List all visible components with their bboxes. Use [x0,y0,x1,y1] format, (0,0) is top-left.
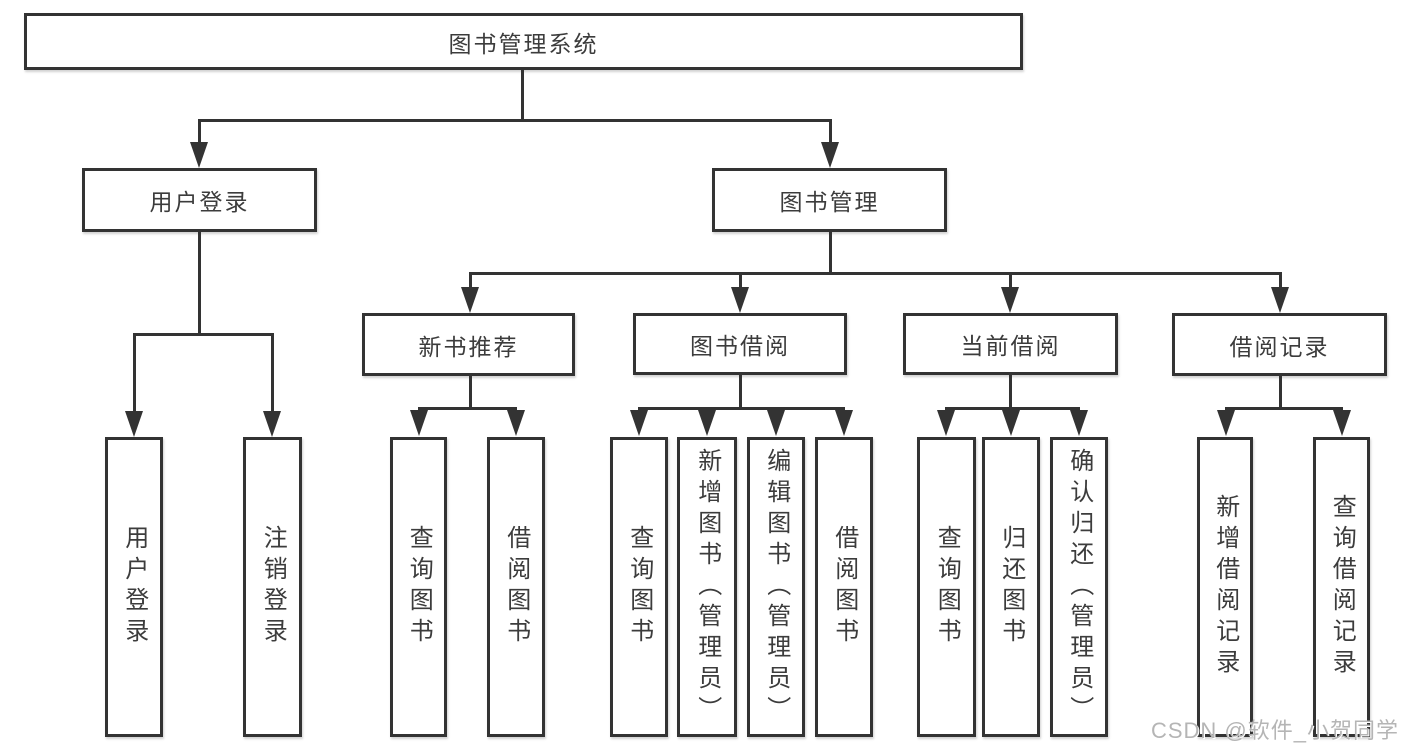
node-label: 借阅记录 [1229,333,1330,360]
arrowhead-icon [1001,287,1019,313]
leaf-label: 注销登录 [259,525,287,649]
node-label: 当前借阅 [960,333,1061,359]
leaf-borrow-books: 借阅图书 [815,437,873,737]
leaf-label: 新增借阅记录 [1211,494,1239,680]
leaf-label: 查询图书 [933,525,961,649]
leaf-label: 借阅图书 [502,525,530,649]
leaf-query-books-borrow: 查询图书 [610,437,668,737]
leaf-label: 用户登录 [120,525,148,649]
arrowhead-icon [937,410,955,436]
arrowhead-icon [698,410,716,436]
connector-line [829,232,832,272]
leaf-logout: 注销登录 [243,437,302,737]
node-book-borrow: 图书借阅 [633,313,847,375]
connector-line [521,70,524,119]
node-current-borrow: 当前借阅 [903,313,1118,375]
connector-line [945,407,1080,410]
arrowhead-icon [190,142,208,168]
connector-line [198,119,831,122]
node-label: 新书推荐 [418,333,519,360]
connector-line [1009,375,1012,407]
connector-line [133,333,274,336]
node-label: 图书借阅 [690,333,790,359]
connector-line [1279,272,1282,290]
arrowhead-icon [263,411,281,437]
connector-line [198,232,201,333]
arrowhead-icon [767,410,785,436]
arrowhead-icon [507,410,525,436]
leaf-label: 新增图书（管理员） [693,447,721,727]
connector-line [1279,376,1282,407]
connector-line [739,272,742,290]
leaf-add-book-admin: 新增图书（管理员） [677,437,737,737]
leaf-label: 查询借阅记录 [1328,494,1356,680]
arrowhead-icon [125,411,143,437]
leaf-label: 借阅图书 [830,525,858,649]
node-label: 图书管理系统 [448,30,599,57]
leaf-query-books-recommend: 查询图书 [390,437,447,737]
node-new-book-recommend: 新书推荐 [362,313,575,376]
arrowhead-icon [731,287,749,313]
node-borrow-records: 借阅记录 [1172,313,1387,376]
leaf-label: 确认归还（管理员） [1065,447,1093,727]
arrowhead-icon [1333,410,1351,436]
arrowhead-icon [410,410,428,436]
connector-line [198,119,201,147]
connector-line [739,375,742,407]
arrowhead-icon [1002,410,1020,436]
arrowhead-icon [461,287,479,313]
leaf-borrow-books-recommend: 借阅图书 [487,437,545,737]
leaf-label: 编辑图书（管理员） [762,447,790,727]
leaf-label: 查询图书 [405,525,433,649]
leaf-user-login: 用户登录 [105,437,163,737]
arrowhead-icon [835,410,853,436]
arrowhead-icon [821,142,839,168]
node-label: 图书管理 [779,189,880,215]
connector-line [133,333,136,413]
node-label: 用户登录 [149,189,250,215]
arrowhead-icon [1070,410,1088,436]
watermark: CSDN @软件_小贺同学 [1150,718,1399,743]
arrowhead-icon [1217,410,1235,436]
node-user-login-branch: 用户登录 [82,168,317,232]
connector-line [1009,272,1012,290]
leaf-query-books-current: 查询图书 [917,437,976,737]
leaf-add-borrow-record: 新增借阅记录 [1197,437,1253,737]
connector-line [638,407,845,410]
connector-line [1225,407,1343,410]
leaf-edit-book-admin: 编辑图书（管理员） [747,437,805,737]
connector-line [418,407,517,410]
node-library-management-system: 图书管理系统 [24,13,1023,70]
node-book-management: 图书管理 [712,168,947,232]
leaf-label: 归还图书 [997,525,1025,649]
leaf-query-borrow-record: 查询借阅记录 [1313,437,1370,737]
connector-line [469,272,472,290]
arrowhead-icon [630,410,648,436]
leaf-label: 查询图书 [625,525,653,649]
connector-line [271,333,274,413]
connector-line [469,376,472,407]
arrowhead-icon [1271,287,1289,313]
leaf-return-books: 归还图书 [982,437,1040,737]
connector-line [829,119,832,147]
connector-line [469,272,1281,275]
leaf-confirm-return-admin: 确认归还（管理员） [1050,437,1108,737]
